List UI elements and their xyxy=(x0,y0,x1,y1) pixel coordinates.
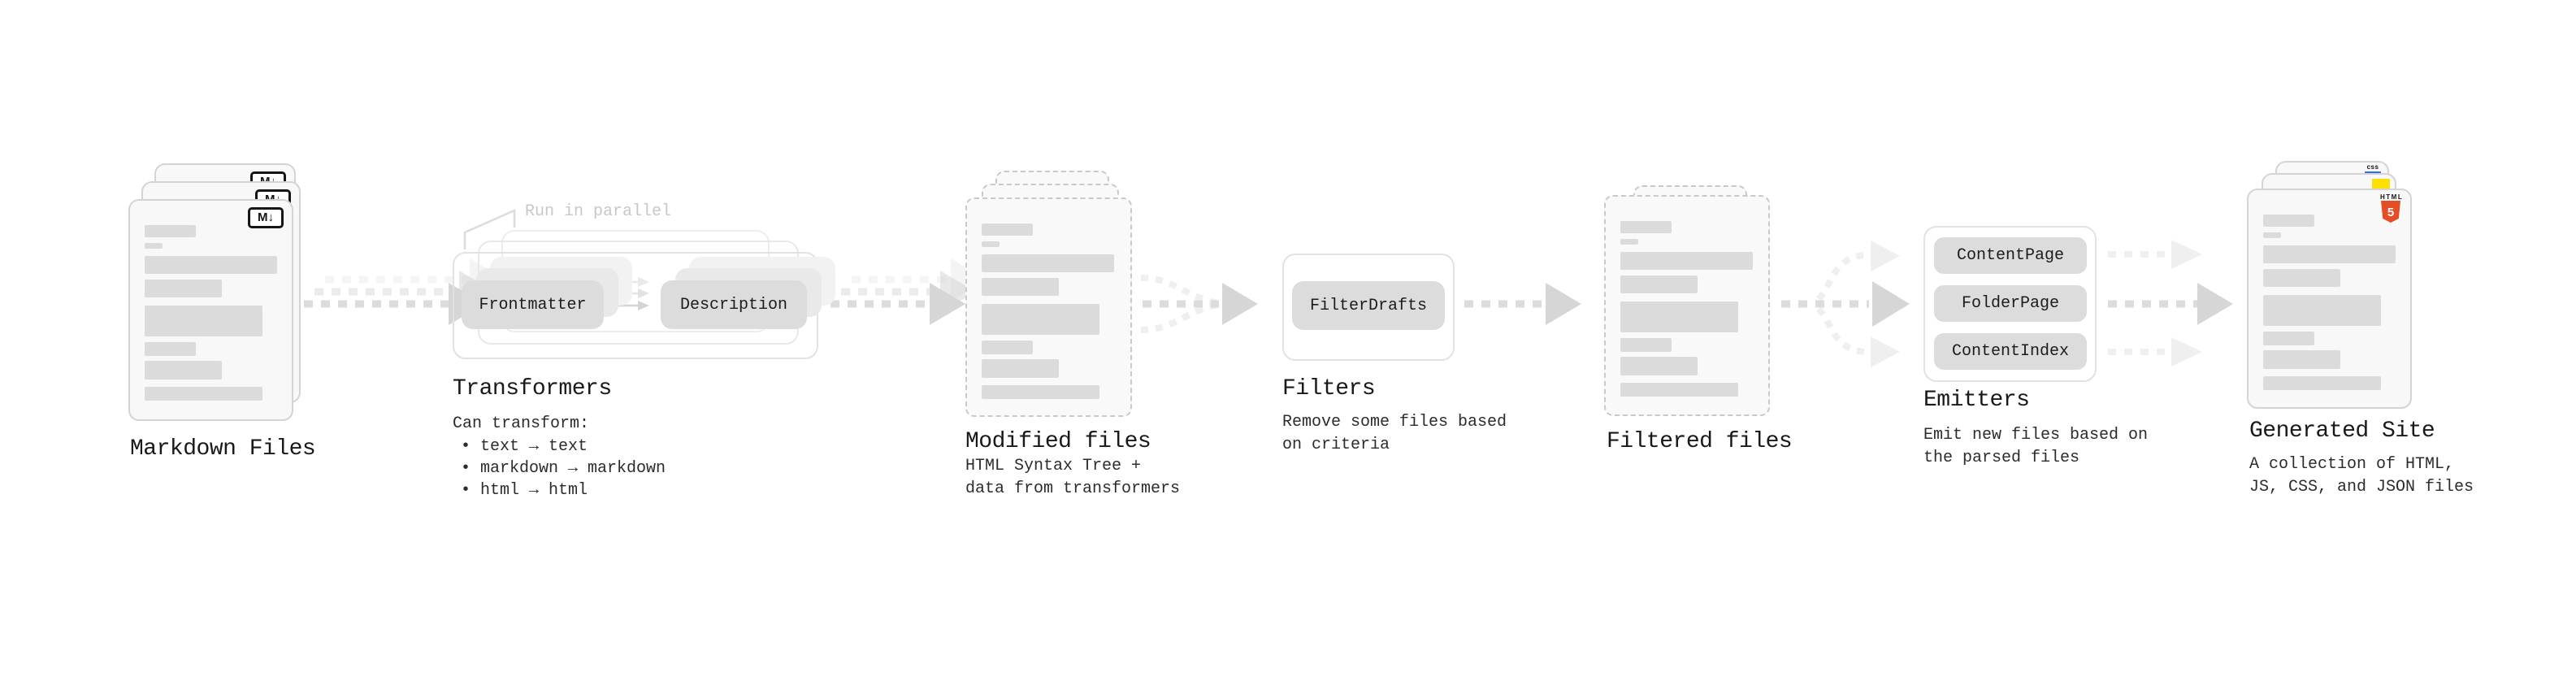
node-description: HTML Syntax Tree + data from transformer… xyxy=(965,455,1180,501)
description-line: JS, CSS, and JSON files xyxy=(2249,478,2474,497)
bullet-item: • html → html xyxy=(461,481,588,500)
arrow-curve xyxy=(1140,275,1221,306)
document: HTML 5 xyxy=(2247,189,2412,409)
html5-icon: HTML 5 xyxy=(2380,193,2404,228)
text-line-bar xyxy=(145,225,196,237)
arrow-head-icon xyxy=(1222,283,1258,325)
text-line-bar xyxy=(1620,357,1698,375)
transformer-box-frontmatter: Frontmatter xyxy=(462,280,604,329)
arrow-head-icon xyxy=(2197,283,2233,325)
text-line-bar xyxy=(982,304,1099,335)
text-line-bar xyxy=(145,361,222,380)
filter-box-filterdrafts: FilterDrafts xyxy=(1292,281,1445,330)
arrow-head-icon xyxy=(2171,240,2202,269)
node-label: Emitters xyxy=(1923,388,2030,413)
node-label: Filtered files xyxy=(1607,429,1793,454)
text-line-bar xyxy=(982,223,1033,236)
description-line: HTML Syntax Tree + xyxy=(965,457,1142,475)
text-line-bar xyxy=(1620,252,1753,270)
text-line-bar xyxy=(982,241,1000,247)
text-line-bar xyxy=(982,278,1059,296)
html5-five: 5 xyxy=(2387,206,2394,219)
node-label: Filters xyxy=(1282,376,1376,401)
document: M↓ xyxy=(128,199,293,421)
arrow-head-icon xyxy=(1872,281,1910,327)
html5-shield-icon: 5 xyxy=(2381,201,2400,223)
text-line-bar xyxy=(2263,232,2281,238)
text-line-bar xyxy=(2263,332,2314,345)
text-line-bar xyxy=(1620,301,1738,332)
text-line-bar xyxy=(145,280,222,297)
node-description: A collection of HTML, JS, CSS, and JSON … xyxy=(2249,453,2474,499)
node-label: Generated Site xyxy=(2249,419,2435,444)
text-line-bar xyxy=(145,243,163,249)
node-label: Markdown Files xyxy=(130,436,316,462)
text-line-bar xyxy=(145,306,262,336)
text-line-bar xyxy=(982,340,1033,354)
node-label: Transformers xyxy=(453,376,612,401)
description-line: on criteria xyxy=(1282,436,1390,454)
text-line-bar xyxy=(2263,350,2340,369)
description-line: Can transform: xyxy=(453,414,590,433)
arrow-modified-to-filters xyxy=(1140,275,1258,333)
html5-icon-label: HTML xyxy=(2380,193,2404,201)
arrow-emitters-to-generated xyxy=(2108,240,2233,367)
arrow-head-icon xyxy=(1546,283,1581,325)
run-in-parallel-annotation: Run in parallel xyxy=(525,202,672,221)
arrow-filters-to-filtered xyxy=(1464,283,1581,325)
text-line-bar xyxy=(2263,269,2340,287)
markdown-icon: M↓ xyxy=(248,207,284,228)
text-line-bar xyxy=(982,254,1114,272)
description-line: Remove some files based xyxy=(1282,413,1507,432)
arrow-head-icon xyxy=(1871,241,1900,271)
node-description: Remove some files based on criteria xyxy=(1282,411,1507,457)
document-dashed xyxy=(1604,195,1770,416)
text-line-bar xyxy=(1620,383,1738,397)
text-line-bar xyxy=(2263,215,2314,227)
text-line-bar xyxy=(1620,239,1638,245)
arrow-curve xyxy=(1140,301,1221,333)
transformer-box-description: Description xyxy=(661,280,807,329)
arrow-head-icon xyxy=(1871,336,1900,367)
text-line-bar xyxy=(1620,338,1672,352)
text-line-bar xyxy=(1620,275,1698,293)
css-icon-label: css xyxy=(2366,163,2379,171)
description-line: Emit new files based on xyxy=(1923,426,2149,445)
arrow-curve xyxy=(1815,252,1867,301)
node-label: Modified files xyxy=(965,429,1151,454)
text-line-bar xyxy=(145,256,277,274)
text-line-bar xyxy=(145,387,262,401)
node-description: Emit new files based on the parsed files xyxy=(1923,424,2148,470)
js-icon xyxy=(2372,179,2390,189)
emitter-box-folderpage: FolderPage xyxy=(1934,285,2087,322)
text-line-bar xyxy=(145,342,196,356)
arrow-head-icon xyxy=(2171,337,2202,367)
node-description: Can transform: • text → text • markdown … xyxy=(453,413,666,501)
bullet-item: • text → text xyxy=(461,437,588,456)
arrow-filtered-to-emitters xyxy=(1781,241,1910,367)
arrow-head-icon xyxy=(930,283,965,325)
bullet-item: • markdown → markdown xyxy=(461,459,666,478)
emitter-box-contentindex: ContentIndex xyxy=(1934,333,2087,370)
document-dashed xyxy=(965,197,1132,417)
text-line-bar xyxy=(2263,376,2381,390)
description-line: A collection of HTML, xyxy=(2249,455,2455,474)
text-line-bar xyxy=(982,385,1099,399)
arrow-transformers-to-modified xyxy=(830,258,987,325)
description-line: the parsed files xyxy=(1923,449,2080,467)
text-line-bar xyxy=(2263,245,2396,263)
emitter-box-contentpage: ContentPage xyxy=(1934,237,2087,274)
text-line-bar xyxy=(2263,295,2381,326)
description-line: data from transformers xyxy=(965,479,1181,498)
arrow-curve xyxy=(1815,306,1867,355)
text-line-bar xyxy=(982,359,1059,378)
text-line-bar xyxy=(1620,221,1672,233)
